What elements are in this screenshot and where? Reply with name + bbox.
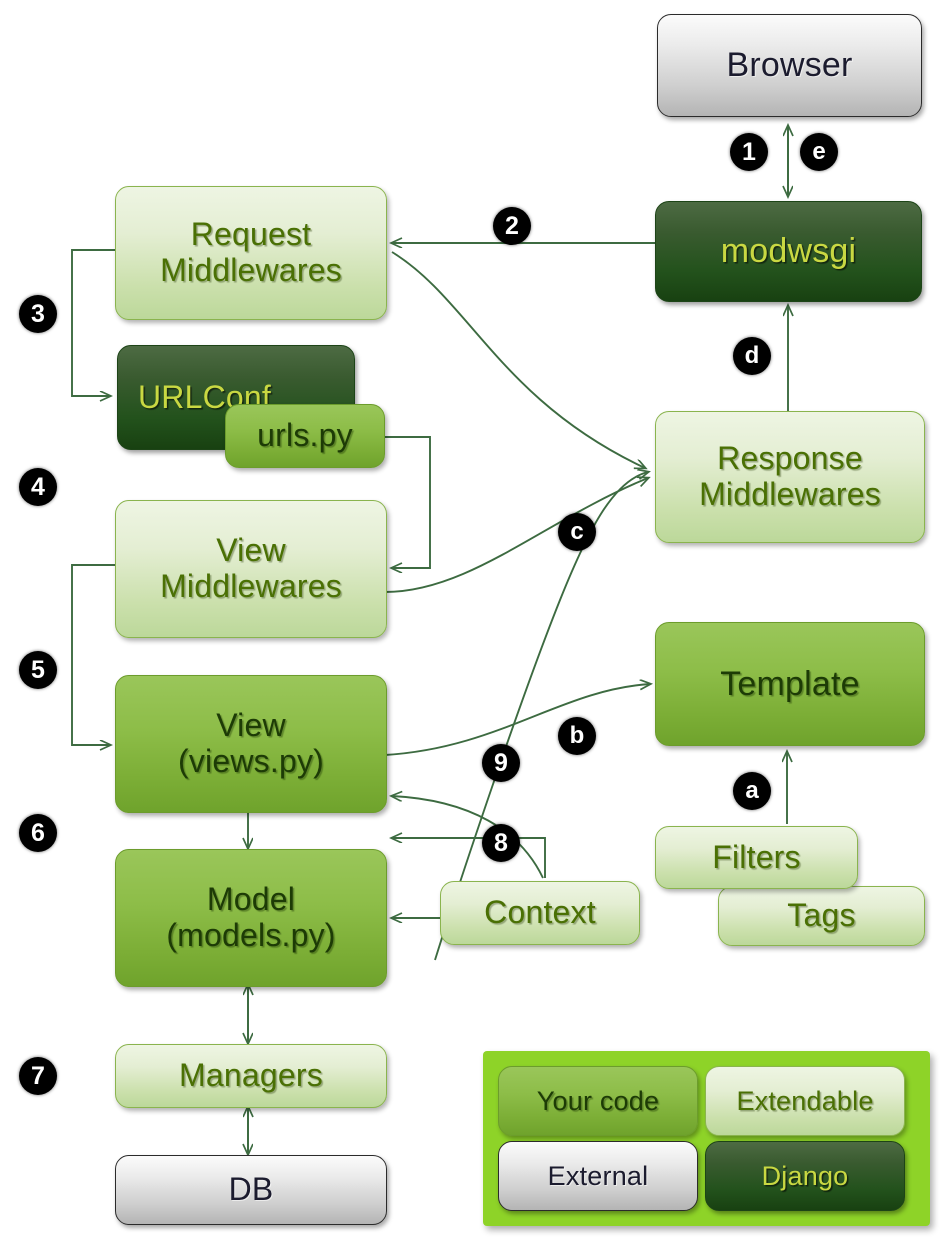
legend-external-label: External bbox=[547, 1160, 649, 1191]
node-response-middlewares-label: Response Middlewares bbox=[699, 440, 881, 512]
wire-context-to-view bbox=[392, 796, 544, 879]
node-context-label: Context bbox=[484, 894, 596, 931]
node-db[interactable]: DB bbox=[115, 1155, 387, 1225]
badge-c-label: c bbox=[570, 518, 584, 545]
badge-2: 2 bbox=[493, 207, 531, 245]
badge-2-label: 2 bbox=[505, 211, 519, 240]
wire-request-middlewares-to-response-middlewares bbox=[391, 251, 645, 468]
badge-5-label: 5 bbox=[31, 655, 45, 684]
badge-1: 1 bbox=[730, 133, 768, 171]
node-template-label: Template bbox=[720, 664, 860, 703]
badge-9: 9 bbox=[482, 744, 520, 782]
wire-context-to-model bbox=[392, 837, 546, 878]
wire-view-middlewares-to-response-middlewares bbox=[384, 478, 648, 593]
node-browser[interactable]: Browser bbox=[657, 14, 922, 117]
node-request-middlewares-label: Request Middlewares bbox=[160, 216, 342, 288]
legend-django-label: Django bbox=[761, 1160, 849, 1191]
badge-c: c bbox=[558, 513, 596, 551]
node-tags[interactable]: Tags bbox=[718, 886, 925, 946]
node-view-label: View (views.py) bbox=[177, 707, 324, 779]
node-tags-label: Tags bbox=[787, 897, 856, 934]
legend-item-extendable[interactable]: Extendable bbox=[705, 1066, 905, 1136]
badge-b: b bbox=[558, 717, 596, 755]
wire-view-to-template bbox=[384, 684, 650, 756]
badge-8: 8 bbox=[482, 824, 520, 862]
legend-extendable-label: Extendable bbox=[736, 1085, 874, 1116]
badge-7: 7 bbox=[19, 1057, 57, 1095]
badge-b-label: b bbox=[569, 722, 585, 749]
badge-d: d bbox=[733, 337, 771, 375]
node-request-middlewares[interactable]: Request Middlewares bbox=[115, 186, 387, 320]
badge-3: 3 bbox=[19, 295, 57, 333]
wire-urls-to-view-middlewares bbox=[385, 436, 431, 568]
badge-1-label: 1 bbox=[742, 137, 756, 166]
wire-request-middlewares-to-urlconf bbox=[71, 249, 115, 396]
node-view-middlewares-label: View Middlewares bbox=[160, 532, 342, 604]
node-urls-py[interactable]: urls.py bbox=[225, 404, 385, 468]
badge-e-label: e bbox=[812, 138, 826, 165]
legend-item-django[interactable]: Django bbox=[705, 1141, 905, 1211]
node-model-label: Model (models.py) bbox=[166, 881, 336, 953]
node-db-label: DB bbox=[228, 1171, 274, 1208]
node-view-middlewares[interactable]: View Middlewares bbox=[115, 500, 387, 638]
badge-5: 5 bbox=[19, 651, 57, 689]
badge-3-label: 3 bbox=[31, 299, 45, 328]
legend-item-your-code[interactable]: Your code bbox=[498, 1066, 698, 1136]
badge-4-label: 4 bbox=[31, 472, 45, 501]
node-context[interactable]: Context bbox=[440, 881, 640, 945]
node-urls-py-label: urls.py bbox=[257, 417, 353, 454]
badge-a-label: a bbox=[745, 777, 759, 804]
node-managers-label: Managers bbox=[179, 1057, 323, 1094]
node-filters[interactable]: Filters bbox=[655, 826, 858, 889]
node-view[interactable]: View (views.py) bbox=[115, 675, 387, 813]
node-template[interactable]: Template bbox=[655, 622, 925, 746]
node-filters-label: Filters bbox=[712, 838, 801, 875]
wire-view-middlewares-to-view bbox=[71, 564, 115, 745]
node-browser-label: Browser bbox=[726, 46, 853, 85]
node-model[interactable]: Model (models.py) bbox=[115, 849, 387, 987]
badge-6: 6 bbox=[19, 814, 57, 852]
node-response-middlewares[interactable]: Response Middlewares bbox=[655, 411, 925, 543]
badge-d-label: d bbox=[744, 342, 760, 369]
legend-item-external[interactable]: External bbox=[498, 1141, 698, 1211]
badge-8-label: 8 bbox=[494, 828, 508, 857]
node-modwsgi[interactable]: modwsgi bbox=[655, 201, 922, 302]
badge-7-label: 7 bbox=[31, 1061, 45, 1090]
badge-6-label: 6 bbox=[31, 818, 45, 847]
badge-e: e bbox=[800, 133, 838, 171]
node-managers[interactable]: Managers bbox=[115, 1044, 387, 1108]
badge-4: 4 bbox=[19, 468, 57, 506]
legend-panel: Your code Extendable External Django bbox=[483, 1051, 930, 1226]
legend-your-code-label: Your code bbox=[536, 1085, 660, 1116]
node-modwsgi-label: modwsgi bbox=[720, 232, 857, 271]
badge-9-label: 9 bbox=[494, 748, 508, 777]
badge-a: a bbox=[733, 772, 771, 810]
